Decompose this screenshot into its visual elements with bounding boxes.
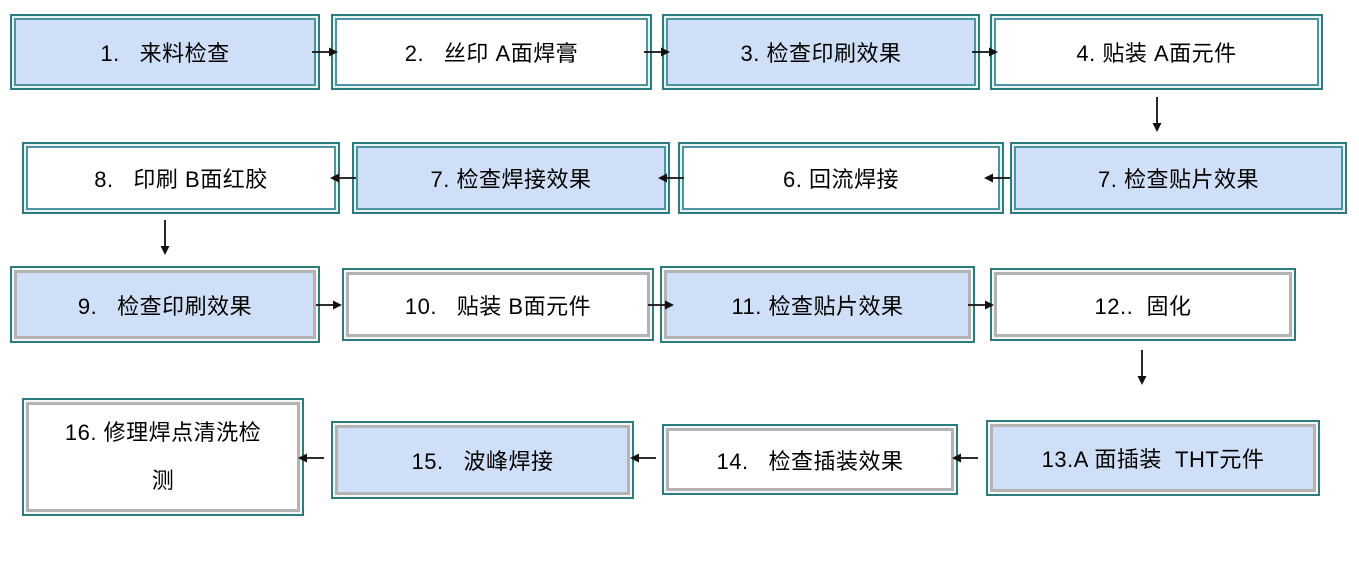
flow-box-label: 3. 检查印刷效果 [740,41,902,66]
flow-box-4-place-a-side-components: 4. 贴装 A面元件 [990,14,1323,90]
arrow-down-icon [159,220,171,256]
arrow-right-icon [648,299,674,311]
flow-box-6-reflow-soldering: 6. 回流焊接 [678,142,1004,214]
flow-box-7-check-solder-result: 7. 检查焊接效果 [352,142,670,214]
flow-box-12-curing: 12.. 固化 [990,268,1296,341]
arrow-left-icon [984,172,1010,184]
flow-box-label: 4. 贴装 A面元件 [1076,41,1237,66]
arrow-right-icon [968,299,994,311]
flow-box-label-line1: 16. 修理焊点清洗检 [64,420,262,445]
flow-box-9-check-print-result: 9. 检查印刷效果 [10,266,320,343]
flow-box-8-print-b-side-red-glue: 8. 印刷 B面红胶 [22,142,340,214]
arrow-right-icon [312,46,338,58]
flow-box-13-insert-tht-components: 13.A 面插装 THT元件 [986,420,1320,496]
flow-box-label: 11. 检查贴片效果 [731,293,904,319]
flow-box-15-wave-soldering: 15. 波峰焊接 [331,421,634,499]
arrow-left-icon [952,452,978,464]
arrow-left-icon [630,452,656,464]
arrow-right-icon [316,299,342,311]
flow-box-label: 12.. 固化 [1094,293,1192,319]
flow-box-5-check-placement-result: 7. 检查贴片效果 [1010,142,1347,214]
flow-box-label: 7. 检查贴片效果 [1098,167,1259,192]
arrow-right-icon [972,46,998,58]
flow-box-label: 1. 来料检查 [100,41,230,66]
flow-box-1-incoming-inspection: 1. 来料检查 [10,14,320,90]
arrow-right-icon [644,46,670,58]
arrow-left-icon [298,452,324,464]
flow-box-16-repair-clean-inspect: 16. 修理焊点清洗检 测 [22,398,304,516]
flow-box-label: 7. 检查焊接效果 [430,167,592,192]
flow-box-label: 2. 丝印 A面焊膏 [404,41,579,66]
flow-box-label: 9. 检查印刷效果 [77,293,253,319]
flow-box-10-place-b-side-components: 10. 贴装 B面元件 [342,268,654,341]
flow-box-14-check-insertion-result: 14. 检查插装效果 [662,424,958,495]
flow-box-2-print-solder-paste-a: 2. 丝印 A面焊膏 [331,14,652,90]
arrow-down-icon [1151,97,1163,133]
flow-box-label: 15. 波峰焊接 [411,449,554,474]
flow-box-label: 6. 回流焊接 [783,167,899,192]
flow-box-label: 10. 贴装 B面元件 [404,293,592,319]
flow-box-11-check-placement-result: 11. 检查贴片效果 [660,266,975,343]
arrow-left-icon [330,172,356,184]
flow-box-label: 13.A 面插装 THT元件 [1041,447,1265,472]
arrow-left-icon [658,172,684,184]
flow-box-label: 14. 检查插装效果 [716,448,904,474]
flow-box-label-line2: 测 [151,468,175,493]
flow-box-3-check-print-result: 3. 检查印刷效果 [662,14,980,90]
arrow-down-icon [1136,350,1148,386]
flow-box-label: 8. 印刷 B面红胶 [94,167,268,192]
